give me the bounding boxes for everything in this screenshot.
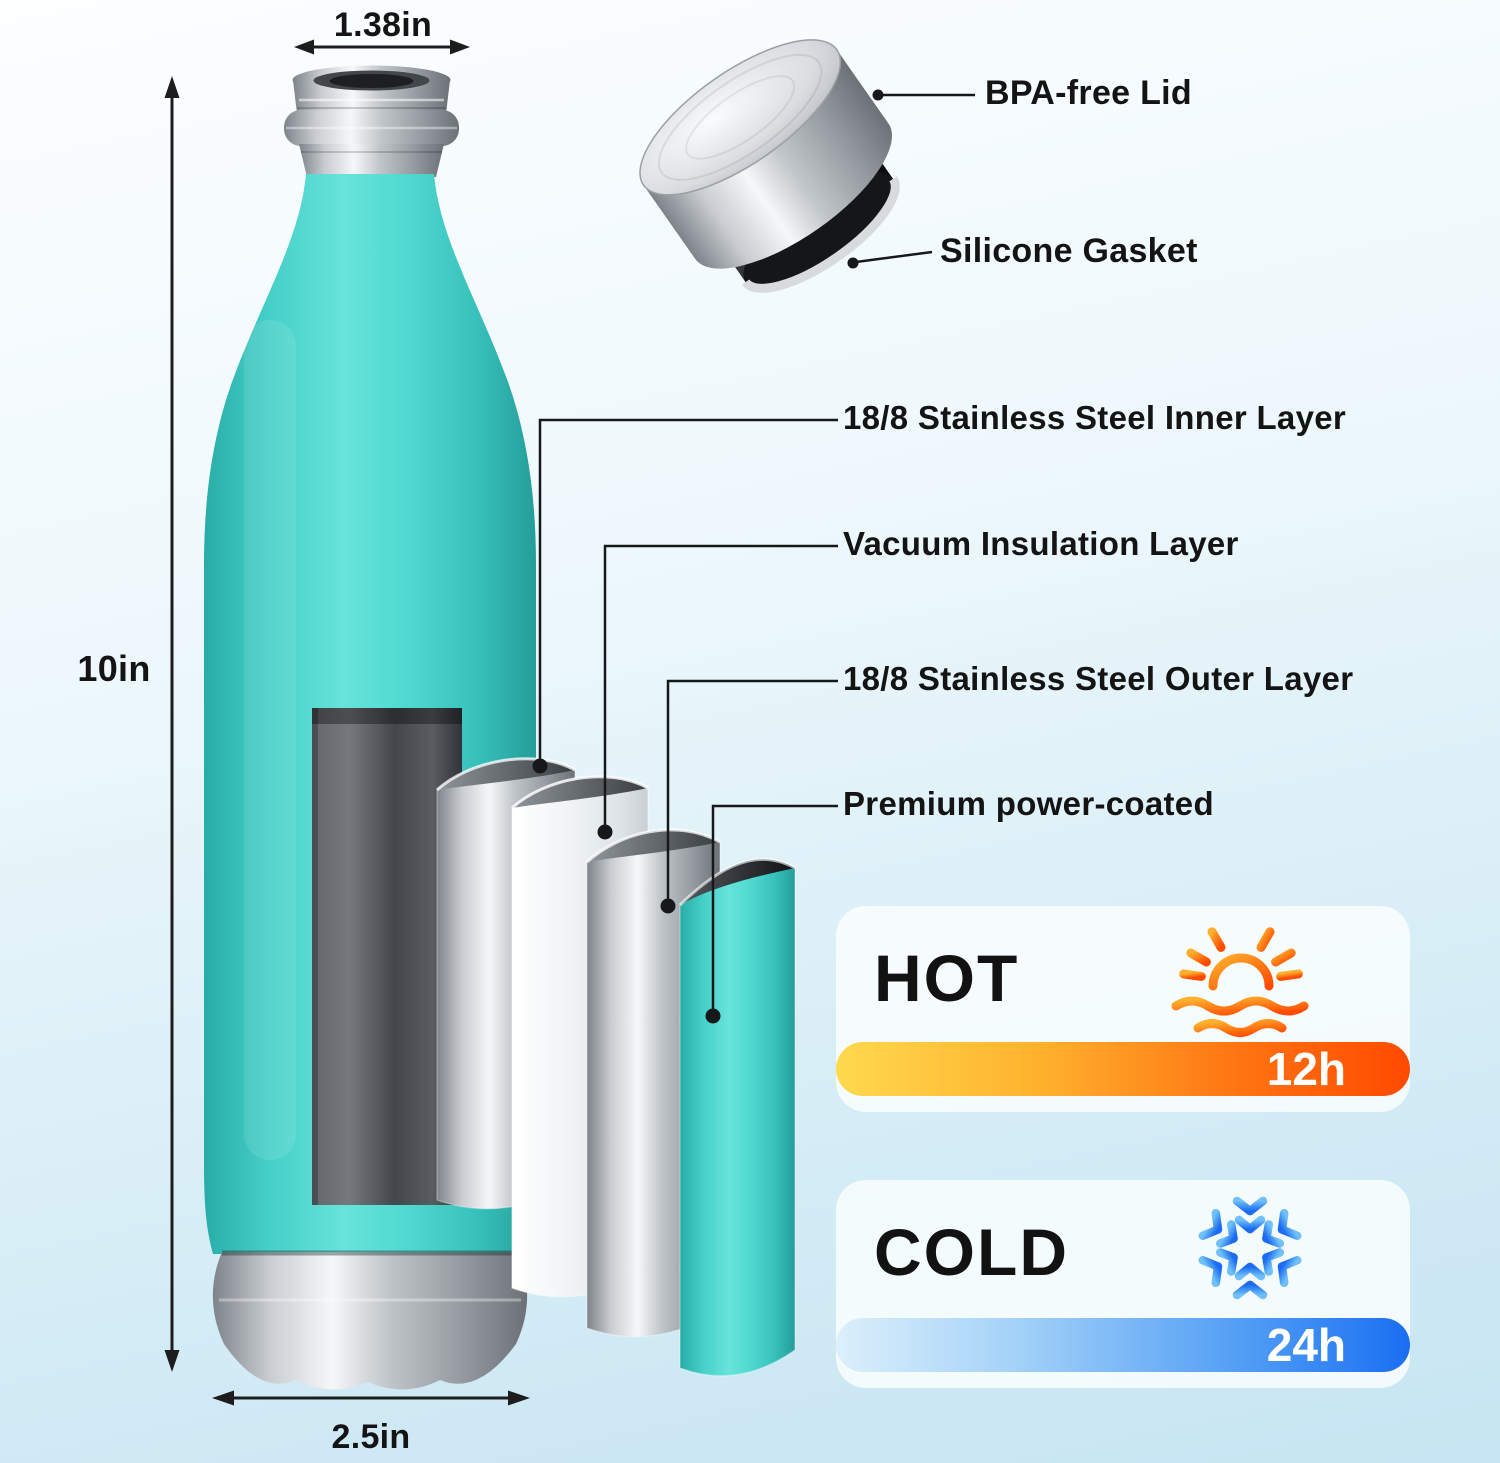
silicone-gasket-label: Silicone Gasket	[940, 232, 1198, 270]
sunrise-icon	[1171, 919, 1309, 1037]
cold-duration-bar: 24h	[836, 1318, 1410, 1372]
inner-steel-layer-label: 18/8 Stainless Steel Inner Layer	[843, 399, 1347, 436]
hot-title: HOT	[874, 941, 1020, 1015]
height-dimension-arrow	[164, 76, 180, 1372]
top-width-dimension-arrow	[294, 39, 470, 55]
silicone-gasket-ring	[741, 176, 900, 293]
bottle-mouth	[284, 65, 459, 177]
top-width-dimension-label: 1.38in	[333, 6, 433, 44]
vacuum-layer-label: Vacuum Insulation Layer	[843, 525, 1239, 562]
base-width-dimension-label: 2.5in	[331, 1418, 411, 1456]
base-width-dimension-arrow	[212, 1390, 530, 1406]
cold-title: COLD	[874, 1215, 1069, 1289]
outer-steel-layer-label: 18/8 Stainless Steel Outer Layer	[843, 660, 1354, 697]
bpa-free-lid-label: BPA-free Lid	[985, 74, 1192, 112]
callout-lines	[538, 93, 975, 1010]
layer-strip-powder-coat	[678, 857, 796, 1377]
snowflake-icon	[1174, 1191, 1326, 1316]
cold-duration: 24h	[1266, 1319, 1346, 1371]
hot-duration: 12h	[1266, 1043, 1346, 1095]
callout-dots	[532, 89, 884, 1024]
powder-coat-label: Premium power-coated	[843, 785, 1214, 822]
height-dimension-label: 10in	[77, 648, 151, 689]
hot-retention-card: HOT 12h	[836, 906, 1410, 1112]
lid-exploded-view	[639, 39, 900, 293]
bottle-base	[212, 1250, 528, 1390]
hot-duration-bar: 12h	[836, 1042, 1410, 1096]
cold-retention-card: COLD	[836, 1180, 1410, 1388]
